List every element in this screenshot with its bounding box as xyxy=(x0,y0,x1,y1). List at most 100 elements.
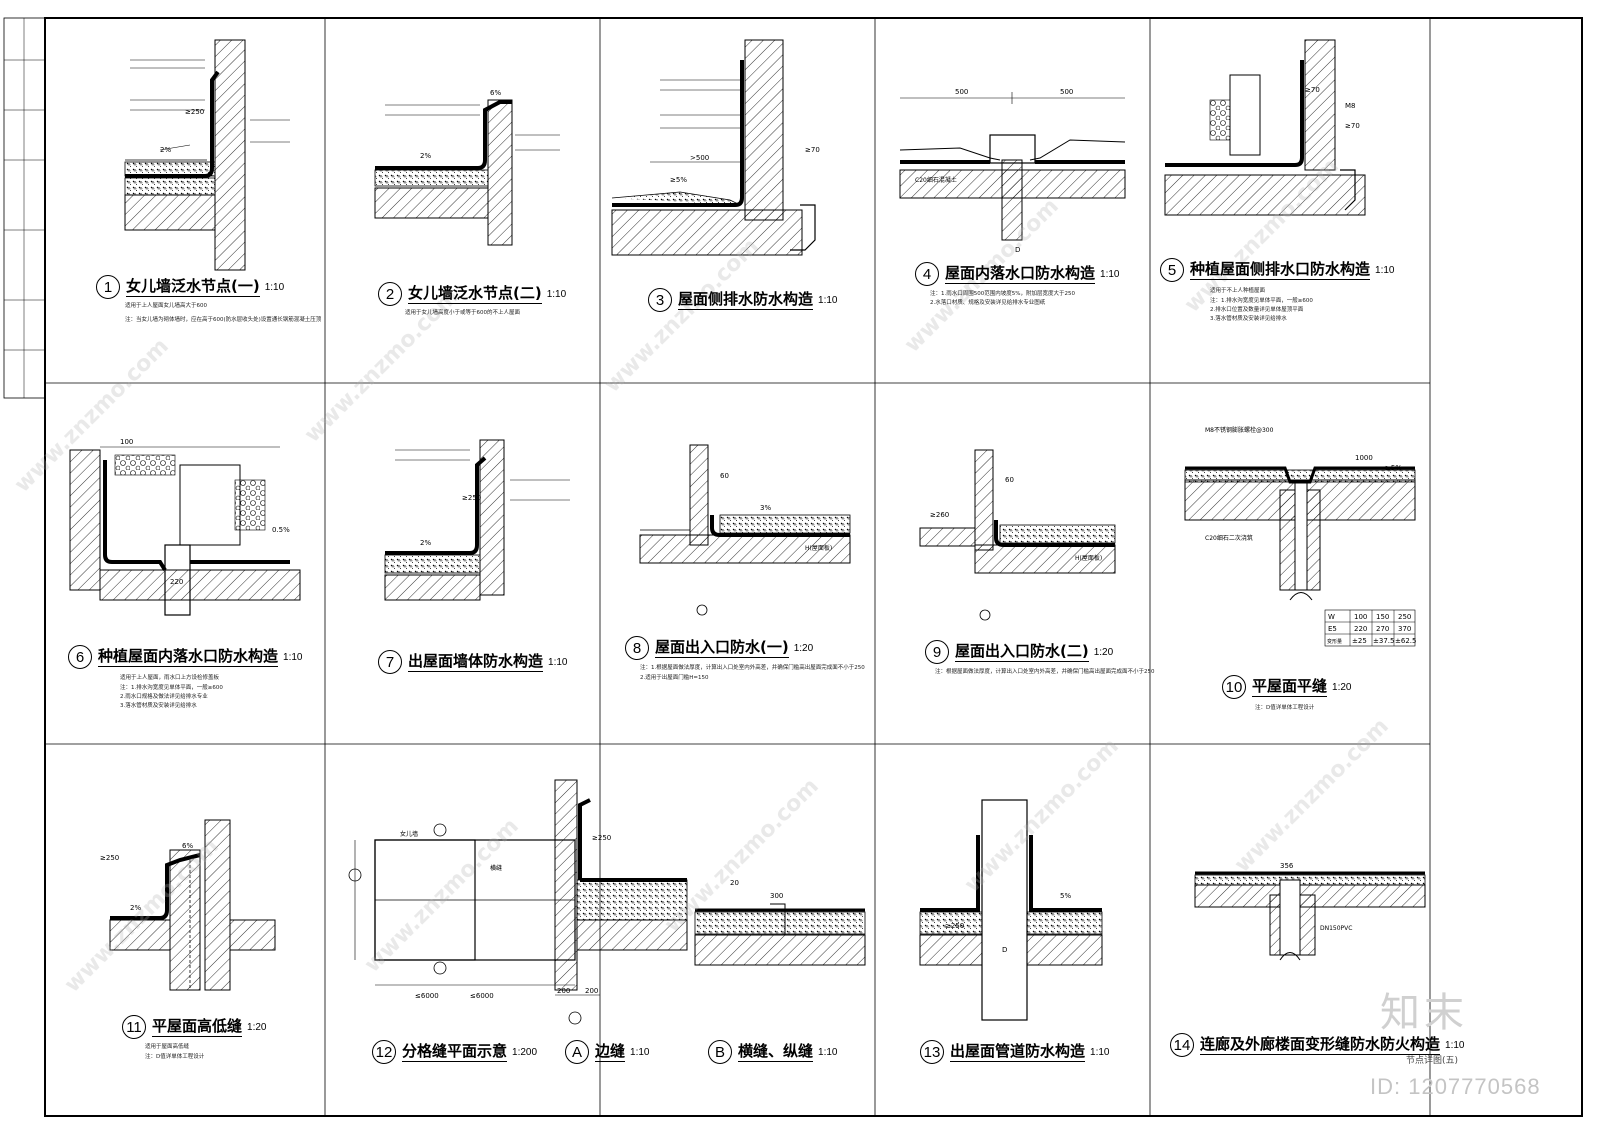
detail-title: 女儿墙泛水节点(二) xyxy=(408,284,542,304)
detail-6-note-2: 注：1.排水沟宽度见单体平面，一般≥600 xyxy=(120,685,223,691)
detail-12-section: ≤6000 ≤6000 女儿墙 横缝 xyxy=(348,823,576,1000)
detail-scale: 1:20 xyxy=(1332,681,1352,693)
detail-title: 分格缝平面示意 xyxy=(402,1042,508,1062)
caption-detail-10: 10 平屋面平缝 1:20 xyxy=(1222,675,1351,699)
detail-number: A xyxy=(565,1040,589,1064)
detail-4-note-2: 2.水落口材质、规格及安装详见给排水专业图纸 xyxy=(930,300,1046,306)
detail-1-note-1: 适用于上人屋面女儿墙高大于600 xyxy=(125,303,207,309)
detail-number: 1 xyxy=(96,275,120,299)
d1-height: ≥250 xyxy=(185,108,204,116)
detail-scale: 1:10 xyxy=(1090,1046,1110,1058)
sheet-title: 节点详图(五) xyxy=(1406,1056,1459,1066)
detail-2-note-1: 适用于女儿墙高度小于或等于600的不上人屋面 xyxy=(405,310,520,316)
detail-number: 10 xyxy=(1222,675,1246,699)
detail-number: 9 xyxy=(925,640,949,664)
dB-dim-a: 300 xyxy=(770,892,783,900)
d4-width-2: 500 xyxy=(1060,88,1073,96)
caption-detail-9: 9 屋面出入口防水(二) 1:20 xyxy=(925,640,1113,664)
detail-scale: 1:10 xyxy=(818,1046,838,1058)
d10-concrete: C20细石二次浇筑 xyxy=(1205,534,1253,542)
caption-detail-6: 6 种植屋面内落水口防水构造 1:10 xyxy=(68,645,302,669)
d11-slope1: 6% xyxy=(182,842,193,850)
detail-10-section: 1000 ≥5% C20细石二次浇筑 M8不锈钢膨胀螺栓@300 W 100 1… xyxy=(1184,426,1416,647)
d10-table-cell-2-2: ±62.5 xyxy=(1395,637,1416,645)
caption-detail-8: 8 屋面出入口防水(一) 1:20 xyxy=(625,636,813,660)
caption-detail-12: 12 分格缝平面示意 1:200 xyxy=(372,1040,537,1064)
sheet-frame xyxy=(44,17,1583,1117)
caption-detail-7: 7 出屋面墙体防水构造 1:10 xyxy=(378,650,567,674)
d4-width-1: 500 xyxy=(955,88,968,96)
detail-1-note-2: 注：当女儿墙为砌体墙时，应在高于600(防水层收头处)设置通长钢筋混凝土压顶 xyxy=(125,317,322,323)
detail-scale: 1:10 xyxy=(1445,1039,1465,1051)
dA-width-1: 200 xyxy=(557,987,570,995)
detail-13-section: ≥250 5% D xyxy=(919,799,1103,1021)
detail-4-section: 500 500 C20细石混凝土 D xyxy=(899,88,1126,254)
d6-dim-a: 100 xyxy=(120,438,133,446)
d13-dim-a: ≥250 xyxy=(945,922,964,930)
d10-table-cell-0-0: 100 xyxy=(1354,613,1367,621)
d10-table-cell-0-2: 250 xyxy=(1398,613,1411,621)
dA-height: ≥250 xyxy=(592,834,611,842)
caption-detail-2: 2 女儿墙泛水节点(二) 1:10 xyxy=(378,282,566,306)
detail-number: 13 xyxy=(920,1040,944,1064)
detail-title: 平屋面高低缝 xyxy=(152,1017,243,1037)
detail-number: 7 xyxy=(378,650,402,674)
brand-logo: 知末 xyxy=(1380,990,1468,1036)
d5-bolt: M8 xyxy=(1345,102,1356,110)
detail-title: 种植屋面内落水口防水构造 xyxy=(98,647,279,667)
d3-dim-a: >500 xyxy=(690,154,709,162)
caption-detail-14: 14 连廊及外廊楼面变形缝防水防火构造 1:10 xyxy=(1170,1033,1464,1057)
detail-scale: 1:10 xyxy=(1375,264,1395,276)
detail-title: 连廊及外廊楼面变形缝防水防火构造 xyxy=(1200,1035,1441,1055)
detail-8-section: 60 3% H(屋面板) xyxy=(639,444,851,616)
d14-pipe: DN150PVC xyxy=(1320,925,1352,932)
detail-8-note-2: 2.适用于出屋面门槛H=150 xyxy=(640,675,709,681)
detail-title: 出屋面管道防水构造 xyxy=(950,1042,1086,1062)
d7-height: ≥250 xyxy=(462,494,481,502)
dB-dim-b: 20 xyxy=(730,879,739,887)
detail-9-note-1: 注：根据屋面做法厚度，计算出入口处室内外高差，并确保门槛高出屋面完成面不小于25… xyxy=(935,669,1155,675)
detail-4-note-1: 注：1.雨水口周围500范围内坡度5%，附加层宽度大于250 xyxy=(930,291,1075,297)
detail-scale: 1:10 xyxy=(546,288,567,300)
detail-5-note-4: 3.落水管材质及安装详见给排水 xyxy=(1210,316,1287,322)
d10-table-cell-2-1: ±37.5 xyxy=(1373,637,1394,645)
d3-dim-b: ≥5% xyxy=(670,176,687,184)
d10-table-cell-0-1: 150 xyxy=(1376,613,1389,621)
d9-height: H(屋面板) xyxy=(1075,554,1102,562)
detail-9-section: 60 ≥260 H(屋面板) xyxy=(919,449,1116,621)
d5-dim-a: ≥70 xyxy=(1305,86,1320,94)
d8-height: H(屋面板) xyxy=(805,544,832,552)
d10-table-label-0: W xyxy=(1328,613,1335,621)
d10-table-label-1: E5 xyxy=(1328,625,1337,633)
detail-14-section: 356 DN150PVC xyxy=(1194,862,1426,961)
d10-table: W 100 150 250 E5 220 270 370 变形量 ±25 ±37… xyxy=(1324,609,1416,647)
d10-dim-a: 1000 xyxy=(1355,454,1373,462)
grid-lines xyxy=(45,18,1431,1116)
d2-slope2: 2% xyxy=(420,152,431,160)
detail-number: 4 xyxy=(915,262,939,286)
detail-6-section: 100 220 0.5% xyxy=(69,438,301,616)
detail-title: 屋面侧排水防水构造 xyxy=(678,290,814,310)
detail-3-section: >500 ≥5% ≥70 xyxy=(611,39,820,256)
detail-number: 2 xyxy=(378,282,402,306)
detail-11-note-1: 适用于屋面高低缝 xyxy=(145,1044,190,1050)
d4-concrete: C20细石混凝土 xyxy=(915,176,957,184)
detail-11-note-2: 注：D值详单体工程设计 xyxy=(145,1054,205,1060)
caption-detail-A: A 边缝 1:10 xyxy=(565,1040,649,1064)
d13-diameter: D xyxy=(1002,946,1007,954)
detail-title: 屋面出入口防水(二) xyxy=(955,642,1089,662)
detail-number: 8 xyxy=(625,636,649,660)
detail-scale: 1:10 xyxy=(818,294,838,306)
detail-title: 横缝、纵缝 xyxy=(738,1042,814,1062)
caption-detail-3: 3 屋面侧排水防水构造 1:10 xyxy=(648,288,837,312)
caption-detail-13: 13 出屋面管道防水构造 1:10 xyxy=(920,1040,1109,1064)
detail-scale: 1:10 xyxy=(630,1046,650,1058)
detail-scale: 1:10 xyxy=(283,651,303,663)
caption-detail-4: 4 屋面内落水口防水构造 1:10 xyxy=(915,262,1119,286)
detail-2-section: 6% 2% xyxy=(374,89,560,246)
detail-11-section: ≥250 6% 2% xyxy=(100,819,276,991)
d10-table-cell-1-1: 270 xyxy=(1376,625,1389,633)
d11-height: ≥250 xyxy=(100,854,119,862)
detail-scale: 1:10 xyxy=(264,281,285,293)
detail-title: 女儿墙泛水节点(一) xyxy=(126,277,260,297)
